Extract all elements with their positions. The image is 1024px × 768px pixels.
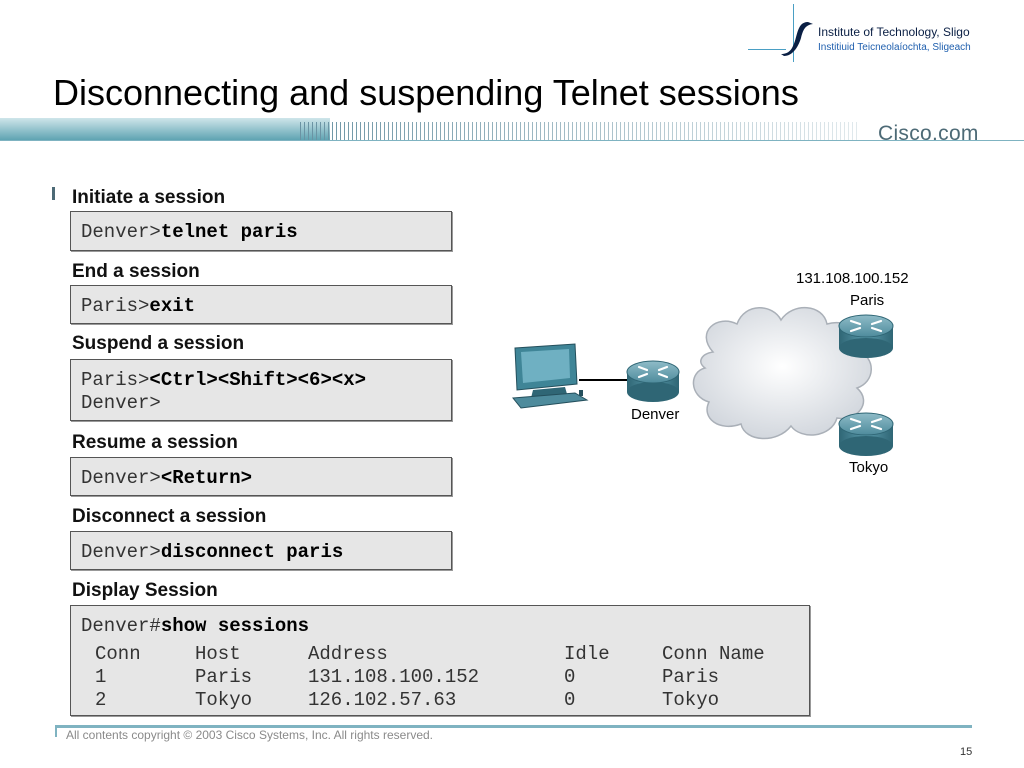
logo-swoosh-icon — [781, 22, 813, 56]
prompt: Paris> — [81, 369, 150, 391]
page-number: 15 — [960, 746, 973, 758]
end-codebox: Paris>exit — [70, 285, 452, 324]
bullet-marker — [52, 187, 55, 200]
table-cell: 126.102.57.63 — [308, 688, 457, 711]
prompt: Paris> — [81, 295, 150, 317]
header-band-rule — [0, 140, 1024, 141]
wan-cloud-icon — [692, 306, 872, 440]
logo-divider-vertical — [793, 4, 794, 62]
denver-label: Denver — [631, 406, 680, 423]
initiate-codebox: Denver>telnet paris — [70, 211, 452, 251]
logo-name-irish: Institiuid Teicneolaíochta, Sligeach — [818, 42, 971, 53]
end-label: End a session — [72, 261, 200, 282]
paris-ip-label: 131.108.100.152 — [796, 270, 909, 287]
suspend-command-line: Paris><Ctrl><Shift><6><x> — [81, 369, 366, 391]
table-cell: 1 — [95, 665, 107, 688]
logo-name-english: Institute of Technology, Sligo — [818, 25, 970, 39]
command: telnet paris — [160, 221, 298, 243]
footer-tick — [55, 725, 57, 737]
suspend-label: Suspend a session — [72, 333, 245, 354]
end-command-line: Paris>exit — [81, 295, 195, 317]
table-cell: Paris — [662, 665, 720, 688]
header-band-gradient — [0, 118, 330, 140]
resume-command-line: Denver><Return> — [81, 467, 252, 489]
logo-divider-horizontal — [748, 49, 786, 50]
table-cell: Tokyo — [662, 688, 720, 711]
network-diagram-graphic — [512, 306, 894, 456]
display-label: Display Session — [72, 580, 218, 601]
initiate-label: Initiate a session — [72, 187, 226, 208]
table-header-row: Conn Host Address Idle Conn Name — [95, 642, 765, 665]
suspend-codebox: Paris><Ctrl><Shift><6><x> Denver> — [70, 359, 452, 421]
table-row: 1 Paris 131.108.100.152 0 Paris — [95, 665, 765, 688]
disconnect-command-line: Denver>disconnect paris — [81, 541, 343, 563]
prompt: Denver# — [81, 615, 161, 637]
resume-label: Resume a session — [72, 432, 238, 453]
table-row: 2 Tokyo 126.102.57.63 0 Tokyo — [95, 688, 765, 711]
prompt: Denver> — [81, 541, 161, 563]
disconnect-codebox: Denver>disconnect paris — [70, 531, 452, 570]
display-codebox: Denver#show sessions Conn Host Address I… — [70, 605, 810, 716]
denver-router-icon — [626, 360, 680, 402]
suspend-result-line: Denver> — [81, 392, 161, 414]
column-header: Conn — [95, 642, 141, 665]
table-cell: 0 — [564, 665, 576, 688]
table-cell: 131.108.100.152 — [308, 665, 480, 688]
table-cell: 2 — [95, 688, 107, 711]
prompt: Denver> — [81, 467, 161, 489]
table-cell: Paris — [195, 665, 253, 688]
institute-logo: Institute of Technology, Sligo Institiui… — [748, 4, 988, 64]
column-header: Host — [195, 642, 241, 665]
network-diagram: 131.108.100.152 Paris Denver Tokyo — [505, 262, 965, 487]
command: <Ctrl><Shift><6><x> — [149, 369, 367, 391]
command: disconnect paris — [160, 541, 344, 563]
command: show sessions — [160, 615, 310, 637]
prompt: Denver> — [81, 221, 161, 243]
copyright-notice: All contents copyright © 2003 Cisco Syst… — [66, 728, 433, 742]
command: exit — [149, 295, 196, 317]
column-header: Conn Name — [662, 642, 765, 665]
table-cell: 0 — [564, 688, 576, 711]
cisco-brand: Cisco.com — [878, 122, 979, 145]
slide-title: Disconnecting and suspending Telnet sess… — [53, 72, 799, 113]
column-header: Address — [308, 642, 388, 665]
table-cell: Tokyo — [195, 688, 253, 711]
disconnect-label: Disconnect a session — [72, 506, 267, 527]
footer-rule — [55, 725, 972, 728]
initiate-command-line: Denver>telnet paris — [81, 221, 298, 243]
tokyo-label: Tokyo — [849, 459, 889, 476]
command: <Return> — [160, 467, 253, 489]
tokyo-router-icon — [838, 412, 894, 456]
sessions-table: Conn Host Address Idle Conn Name 1 Paris… — [95, 642, 765, 711]
resume-codebox: Denver><Return> — [70, 457, 452, 496]
display-command-line: Denver#show sessions — [81, 615, 309, 637]
column-header: Idle — [564, 642, 610, 665]
paris-router-icon — [838, 314, 894, 358]
header-band — [0, 118, 1024, 144]
pc-workstation-icon — [512, 343, 589, 409]
header-band-stripes — [300, 122, 860, 140]
paris-label: Paris — [850, 292, 885, 309]
